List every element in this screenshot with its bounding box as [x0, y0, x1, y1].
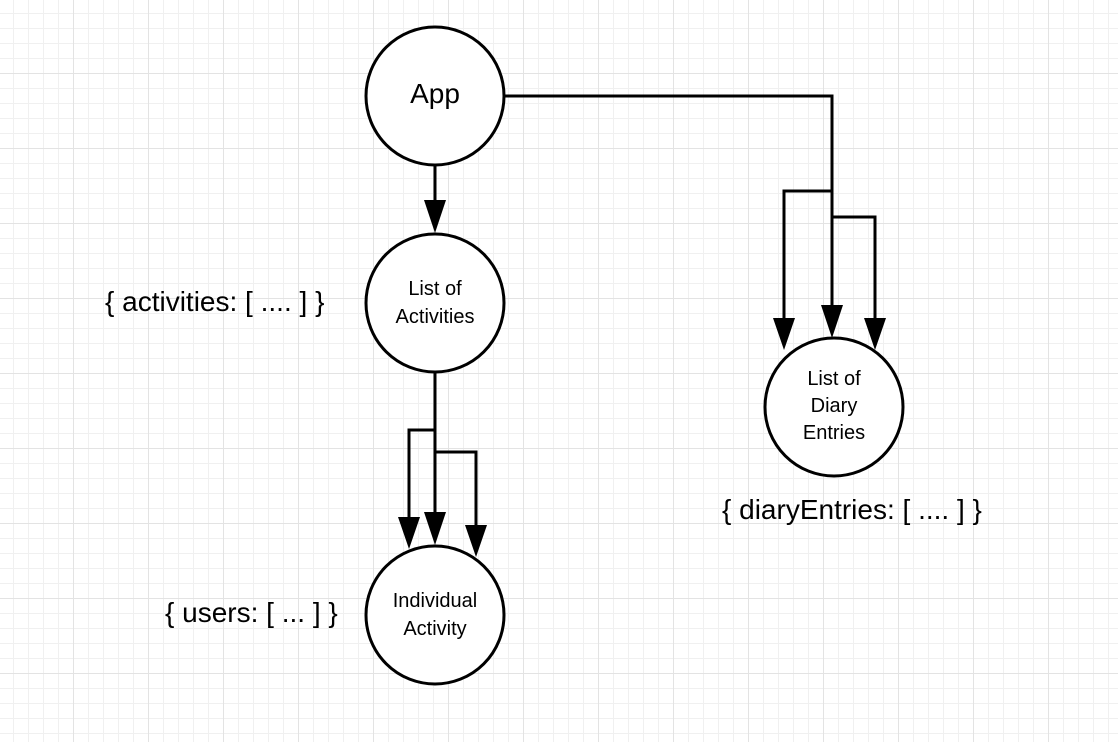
edge-activities-to-individual-left — [407, 428, 435, 517]
arrowhead-diary-right — [864, 318, 886, 350]
annotation-activities-state: { activities: [ .... ] } — [105, 286, 324, 317]
node-list-of-diary-entries-label-line-1: List of — [807, 368, 861, 390]
annotation-users-state: { users: [ ... ] } — [165, 597, 338, 628]
arrowhead-individual-center — [424, 512, 446, 545]
node-individual-activity[interactable]: Individual Activity — [364, 544, 506, 686]
node-list-of-diary-entries[interactable]: List of Diary Entries — [763, 336, 905, 478]
arrowhead-individual-left — [398, 517, 420, 549]
node-app-circle — [364, 25, 506, 167]
node-app-label: App — [410, 78, 460, 109]
arrowhead-diary-left — [773, 318, 795, 350]
node-list-of-activities[interactable]: List of Activities — [364, 232, 506, 374]
arrowhead-individual-right — [465, 525, 487, 557]
edges — [398, 94, 886, 557]
node-list-of-diary-entries-circle — [763, 336, 905, 478]
node-list-of-diary-entries-label-line-3: Entries — [803, 422, 865, 444]
node-individual-activity-label-line-1: Individual — [393, 590, 478, 612]
node-list-of-diary-entries-label-line-2: Diary — [811, 395, 858, 417]
node-individual-activity-label-line-2: Activity — [403, 618, 466, 640]
edge-app-to-diary-trunk — [505, 94, 834, 305]
edge-activities-to-individual-right — [435, 450, 478, 525]
annotation-diary-entries-state: { diaryEntries: [ .... ] } — [722, 494, 982, 525]
edge-app-to-diary-right — [832, 215, 877, 318]
node-app[interactable]: App — [364, 25, 506, 167]
node-list-of-activities-label-line-2: Activities — [396, 306, 475, 328]
arrowhead-diary-center — [821, 305, 843, 338]
node-list-of-activities-label-line-1: List of — [408, 278, 462, 300]
edge-app-to-diary-left — [782, 189, 832, 318]
arrowhead-app-to-activities — [424, 200, 446, 233]
node-individual-activity-circle — [364, 544, 506, 686]
node-list-of-activities-circle — [364, 232, 506, 374]
